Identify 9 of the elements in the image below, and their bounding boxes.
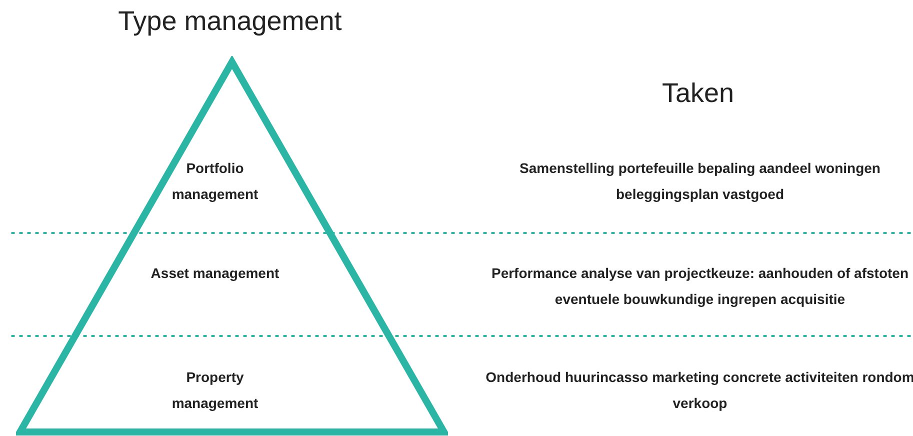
pyramid-triangle xyxy=(16,56,448,436)
level-label: Portfolio management xyxy=(170,159,260,204)
title: Type management xyxy=(117,6,343,37)
column-heading: Taken xyxy=(660,78,736,109)
task-description: Samenstelling portefeuille bepaling aandeel woningen beleggingsplan vastgoed xyxy=(518,159,882,204)
task-description: Performance analyse van projectkeuze: aanhouden of afstoten eventuele bouwkundige ingrepen acquisitie xyxy=(490,264,910,309)
task-description: Onderhoud huurincasso marketing concrete activiteiten rondom verkoop xyxy=(484,368,913,413)
level-label: Asset management xyxy=(150,264,280,283)
level-label: Property management xyxy=(170,368,260,413)
